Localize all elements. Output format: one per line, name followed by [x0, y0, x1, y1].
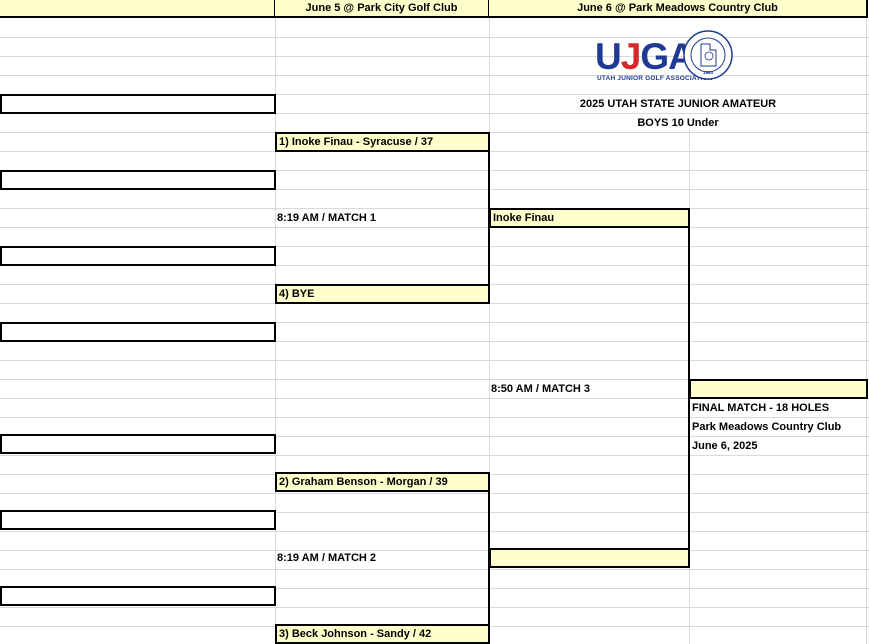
gridline: [0, 56, 869, 57]
gridline: [0, 341, 869, 342]
bracket-slot-empty[interactable]: [0, 510, 276, 530]
gridline: [0, 512, 869, 513]
header-round1[interactable]: June 5 @ Park City Golf Club: [275, 0, 490, 18]
player-slot-3[interactable]: 2) Graham Benson - Morgan / 39: [275, 472, 490, 492]
event-title[interactable]: 2025 UTAH STATE JUNIOR AMATEUR: [579, 97, 777, 110]
svg-text:1984: 1984: [703, 70, 714, 75]
bracket-slot-empty[interactable]: [0, 434, 276, 454]
logo-tagline: UTAH JUNIOR GOLF ASSOCIATION: [597, 75, 713, 82]
gridline: [0, 550, 869, 551]
gridline: [0, 493, 869, 494]
gridline: [0, 227, 869, 228]
ujga-logo: UJGA UTAH JUNIOR GOLF ASSOCIATION 1984: [592, 26, 740, 86]
header-round2[interactable]: June 6 @ Park Meadows Country Club: [489, 0, 868, 18]
gridline: [0, 208, 869, 209]
final-title[interactable]: FINAL MATCH - 18 HOLES: [692, 401, 830, 414]
gridline: [0, 170, 869, 171]
bracket-slot-empty[interactable]: [0, 94, 276, 114]
gridline: [0, 455, 869, 456]
round2-slot-1[interactable]: Inoke Finau: [489, 208, 690, 228]
gridline: [489, 0, 490, 644]
gridline: [0, 379, 869, 380]
gridline: [0, 322, 869, 323]
player-slot-1[interactable]: 1) Inoke Finau - Syracuse / 37: [275, 132, 490, 152]
header-blank-cell[interactable]: [0, 0, 276, 18]
match2-label[interactable]: 8:19 AM / MATCH 2: [277, 551, 377, 564]
gridline: [0, 75, 869, 76]
final-venue[interactable]: Park Meadows Country Club: [692, 420, 842, 433]
bracket-slot-empty[interactable]: [0, 170, 276, 190]
gridline: [0, 246, 869, 247]
gridline: [0, 265, 869, 266]
gridline: [0, 113, 869, 114]
gridline: [0, 360, 869, 361]
round2-slot-2[interactable]: [489, 548, 690, 568]
seal-icon: 1984: [683, 30, 733, 80]
gridline: [0, 588, 869, 589]
bracket-slot-empty[interactable]: [0, 586, 276, 606]
player-slot-2[interactable]: 4) BYE: [275, 284, 490, 304]
gridline: [0, 189, 869, 190]
gridline: [866, 0, 867, 644]
gridline: [0, 569, 869, 570]
event-division[interactable]: BOYS 10 Under: [637, 116, 719, 129]
bracket-slot-empty[interactable]: [0, 322, 276, 342]
logo-wordmark: UJGA: [595, 36, 695, 77]
gridline: [0, 607, 869, 608]
gridline: [0, 398, 869, 399]
gridline: [0, 417, 869, 418]
match3-label[interactable]: 8:50 AM / MATCH 3: [491, 382, 591, 395]
bracket-slot-empty[interactable]: [0, 246, 276, 266]
player-slot-4[interactable]: 3) Beck Johnson - Sandy / 42: [275, 624, 490, 644]
final-date[interactable]: June 6, 2025: [692, 439, 758, 452]
gridline: [0, 37, 869, 38]
gridline: [0, 436, 869, 437]
gridline: [0, 94, 869, 95]
final-winner-slot[interactable]: [689, 379, 868, 399]
match1-label[interactable]: 8:19 AM / MATCH 1: [277, 211, 377, 224]
gridline: [0, 531, 869, 532]
